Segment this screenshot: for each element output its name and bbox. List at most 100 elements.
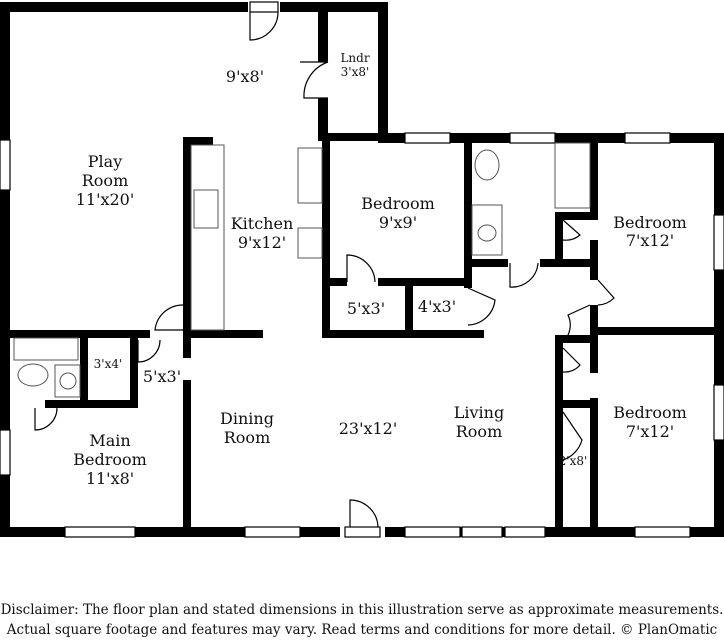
- floor-plan: Play Room 11'x20' 9'x8' Lndr 3'x8' Kitch…: [0, 1, 724, 538]
- wall-main-right: [183, 380, 191, 530]
- wall-laundry-bottom: [318, 133, 388, 141]
- door-swing: [34, 407, 58, 431]
- wall-laundry-right: [378, 2, 388, 142]
- main-closet-dims: 3'x4': [94, 357, 123, 371]
- door-swing: [567, 304, 591, 336]
- door-back: [344, 526, 381, 538]
- disclaimer-line-2: Actual square footage and features may v…: [6, 622, 718, 638]
- window: [713, 384, 724, 441]
- laundry-name: Lndr: [340, 51, 369, 65]
- window: [504, 526, 546, 538]
- main-bedroom-name-1: Main: [89, 431, 130, 450]
- windows: [0, 132, 724, 538]
- wall-closet-se-top: [555, 400, 595, 408]
- wall-closets-mid: [405, 278, 413, 338]
- window: [624, 132, 671, 144]
- bedroom-se-name: Bedroom: [613, 403, 687, 422]
- bedroom-ne-name: Bedroom: [613, 213, 687, 232]
- window: [713, 214, 724, 271]
- kitchen-counter: [190, 144, 225, 331]
- wall-hall-top: [555, 335, 595, 343]
- doors: [34, 1, 615, 538]
- walls: [0, 2, 724, 537]
- wall-bottom-a: [0, 527, 340, 537]
- dining-name-2: Room: [224, 428, 270, 447]
- wall-laundry-left: [318, 12, 328, 62]
- door-swing: [562, 347, 581, 373]
- window: [509, 132, 556, 144]
- window: [0, 429, 11, 476]
- main-bedroom-dims: 11'x8': [86, 469, 134, 488]
- living-dims: 23'x12': [339, 419, 398, 438]
- wall-bath-bottom-b: [540, 259, 598, 267]
- wall-bottom-b: [385, 527, 724, 537]
- bathtub-icon: [554, 142, 591, 209]
- window: [404, 132, 451, 144]
- window: [64, 526, 136, 538]
- wall-kitchen-bottom: [183, 330, 263, 338]
- door-front: [249, 1, 279, 13]
- wall-bath-closet-div: [130, 330, 138, 405]
- window: [244, 526, 301, 538]
- door-swing: [249, 11, 279, 41]
- play-room-name-1: Play: [88, 152, 122, 171]
- closet-a-dims: 5'x3': [347, 299, 385, 318]
- wall-kitchen-top: [183, 137, 213, 145]
- door-swing: [137, 339, 161, 363]
- wall-bed-center-bottom: [322, 330, 484, 338]
- play-room-name-2: Room: [82, 171, 128, 190]
- wall-bath-bottom-a: [468, 259, 508, 267]
- wall-top-mid: [280, 2, 388, 12]
- wall-closets-top-b: [378, 278, 468, 286]
- bathtub-icon: [13, 337, 79, 361]
- fixtures: [13, 142, 591, 398]
- wall-bed-se-left: [590, 335, 598, 373]
- wall-bed-center-right: [464, 138, 472, 288]
- door-swing: [597, 279, 615, 306]
- wall-dining-left-top: [183, 338, 191, 358]
- door-swing: [562, 219, 581, 241]
- fridge-icon: [297, 227, 323, 259]
- wall-bed-ne-bottom: [590, 327, 724, 335]
- wall-main-bath-bottom: [45, 400, 138, 408]
- wall-closet-ne-top: [555, 212, 598, 220]
- wall-bath-left-div: [80, 330, 88, 405]
- wall-top-left: [0, 2, 248, 12]
- main-hall-closet-dims: 5'x3': [143, 367, 181, 386]
- dining-name-1: Dining: [220, 409, 274, 428]
- window: [404, 526, 461, 538]
- bedroom-center-name: Bedroom: [361, 194, 435, 213]
- living-name-2: Room: [456, 422, 502, 441]
- door-swing: [349, 499, 379, 528]
- wall-closet-ne-box: [555, 212, 563, 267]
- living-name-1: Living: [454, 403, 504, 422]
- main-bedroom-name-2: Bedroom: [73, 450, 147, 469]
- wall-bath-right-b: [590, 240, 598, 280]
- kitchen-dims: 9'x12': [238, 233, 286, 252]
- wall-bed-ne-left-b: [590, 305, 598, 335]
- door-swing: [562, 411, 583, 461]
- wall-laundry-left-b: [318, 98, 328, 140]
- door-swing: [300, 61, 329, 99]
- room-labels: Play Room 11'x20' 9'x8' Lndr 3'x8' Kitch…: [73, 51, 687, 488]
- door-swing: [509, 262, 539, 288]
- entry-dims: 9'x8': [226, 67, 264, 86]
- wall-closets-top-a: [322, 278, 347, 286]
- door-swing: [467, 287, 496, 326]
- laundry-dims: 3'x8': [341, 65, 370, 79]
- sink-icon: [193, 189, 219, 229]
- kitchen-name: Kitchen: [231, 214, 294, 233]
- wall-bed-center-left: [322, 138, 330, 338]
- door-swing: [154, 304, 184, 331]
- wall-bath-right: [590, 138, 598, 218]
- bedroom-ne-dims: 7'x12': [626, 231, 674, 250]
- disclaimer-line-1: Disclaimer: The floor plan and stated di…: [0, 602, 724, 618]
- basin-icon: [59, 372, 77, 390]
- window: [634, 526, 691, 538]
- wall-hall-right: [555, 335, 563, 530]
- bedroom-se-dims: 7'x12': [626, 422, 674, 441]
- play-room-dims: 11'x20': [76, 190, 135, 209]
- stove-icon: [297, 147, 323, 204]
- wall-left: [0, 2, 10, 537]
- window: [461, 526, 503, 538]
